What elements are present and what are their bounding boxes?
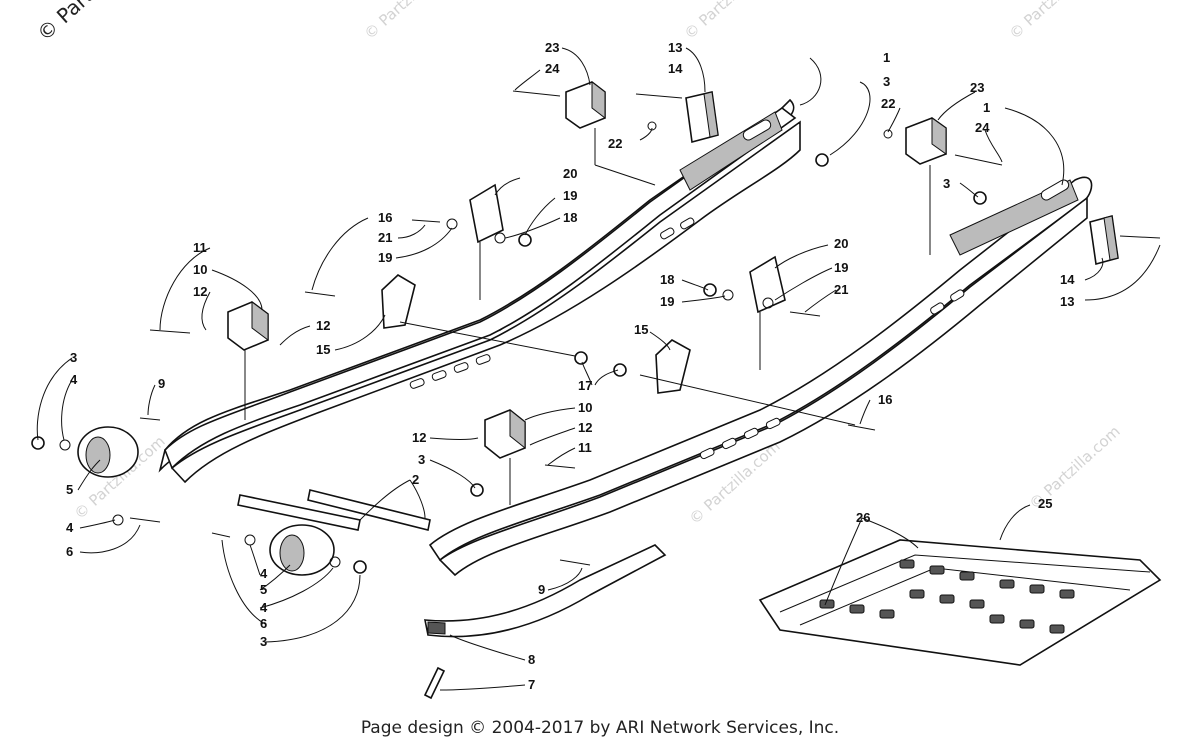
callout-12: 12 xyxy=(578,420,592,435)
callout-19: 19 xyxy=(378,250,392,265)
callout-3: 3 xyxy=(260,634,267,649)
callout-19: 19 xyxy=(834,260,848,275)
plate-left xyxy=(381,274,416,329)
left-rail-holes xyxy=(409,119,772,389)
callout-18: 18 xyxy=(563,210,577,225)
callout-4: 4 xyxy=(70,372,78,387)
callout-17: 17 xyxy=(578,378,592,393)
callout-21: 21 xyxy=(378,230,392,245)
clamp-block-left xyxy=(227,301,269,351)
callout-10: 10 xyxy=(578,400,592,415)
callout-4: 4 xyxy=(260,600,268,615)
callout-15: 15 xyxy=(634,322,648,337)
callout-23: 23 xyxy=(545,40,559,55)
watermark-faint: © Partzilla.com xyxy=(681,0,779,43)
callout-19: 19 xyxy=(563,188,577,203)
callout-13: 13 xyxy=(668,40,682,55)
callout-24: 24 xyxy=(975,120,990,135)
callout-18: 18 xyxy=(660,272,674,287)
left-slide-rail xyxy=(158,98,801,484)
callout-2: 2 xyxy=(412,472,419,487)
bracket-right xyxy=(1089,214,1119,266)
plate-right xyxy=(655,339,691,394)
callout-5: 5 xyxy=(66,482,73,497)
callout-16: 16 xyxy=(378,210,392,225)
copyright-footer: Page design © 2004-2017 by ARI Network S… xyxy=(360,718,840,738)
wear-strip xyxy=(424,544,667,638)
bracket-upper xyxy=(685,91,719,144)
callout-6: 6 xyxy=(260,616,267,631)
callout-3: 3 xyxy=(943,176,950,191)
callout-23: 23 xyxy=(970,80,984,95)
callout-15: 15 xyxy=(316,342,330,357)
right-slide-rail xyxy=(428,176,1093,577)
cross-shafts xyxy=(237,489,431,531)
callout-3: 3 xyxy=(418,452,425,467)
callout-22: 22 xyxy=(608,136,622,151)
watermark-faint: © Partzilla.com xyxy=(361,0,459,43)
callout-12: 12 xyxy=(193,284,207,299)
callout-3: 3 xyxy=(70,350,77,365)
shock-mount-left xyxy=(469,183,504,244)
track-clips xyxy=(819,559,1075,634)
callout-4: 4 xyxy=(260,566,268,581)
watermark-faint: © Partzilla.com xyxy=(1006,0,1104,43)
callout-20: 20 xyxy=(563,166,577,181)
callout-9: 9 xyxy=(538,582,545,597)
callout-16: 16 xyxy=(878,392,892,407)
callout-7: 7 xyxy=(528,677,535,692)
callout-25: 25 xyxy=(1038,496,1052,511)
bolt-7 xyxy=(423,666,446,700)
callout-20: 20 xyxy=(834,236,848,251)
callout-26: 26 xyxy=(856,510,870,525)
callout-14: 14 xyxy=(1060,272,1075,287)
clamp-block-center xyxy=(484,408,526,459)
callout-leaders xyxy=(36,47,1161,691)
callout-3: 3 xyxy=(883,74,890,89)
callout-1: 1 xyxy=(983,100,990,115)
hardware-bolts xyxy=(129,90,1161,566)
callout-10: 10 xyxy=(193,262,207,277)
callout-11: 11 xyxy=(578,440,592,455)
callout-labels: 23 24 13 14 1 3 22 22 23 1 24 20 19 18 1… xyxy=(66,40,1075,692)
watermark-main: © Partzilla.com xyxy=(32,0,163,46)
hardware-nuts xyxy=(31,121,987,574)
callout-5: 5 xyxy=(260,582,267,597)
callout-24: 24 xyxy=(545,61,560,76)
wheel-left xyxy=(77,426,139,478)
callout-12: 12 xyxy=(316,318,330,333)
shock-mount-right xyxy=(749,255,786,314)
callout-1: 1 xyxy=(883,50,890,65)
callout-6: 6 xyxy=(66,544,73,559)
track-assembly xyxy=(758,539,1162,666)
callout-14: 14 xyxy=(668,61,683,76)
callout-4: 4 xyxy=(66,520,74,535)
callout-11: 11 xyxy=(193,240,207,255)
callout-19: 19 xyxy=(660,294,674,309)
callout-21: 21 xyxy=(834,282,848,297)
bumper-block-left xyxy=(565,80,606,129)
bumper-block-right xyxy=(905,117,947,165)
alignment-lines xyxy=(244,128,931,505)
callout-22: 22 xyxy=(881,96,895,111)
callout-8: 8 xyxy=(528,652,535,667)
wheel-lower xyxy=(269,524,335,576)
callout-13: 13 xyxy=(1060,294,1074,309)
callout-9: 9 xyxy=(158,376,165,391)
callout-12: 12 xyxy=(412,430,426,445)
right-rail-holes xyxy=(699,179,1070,460)
